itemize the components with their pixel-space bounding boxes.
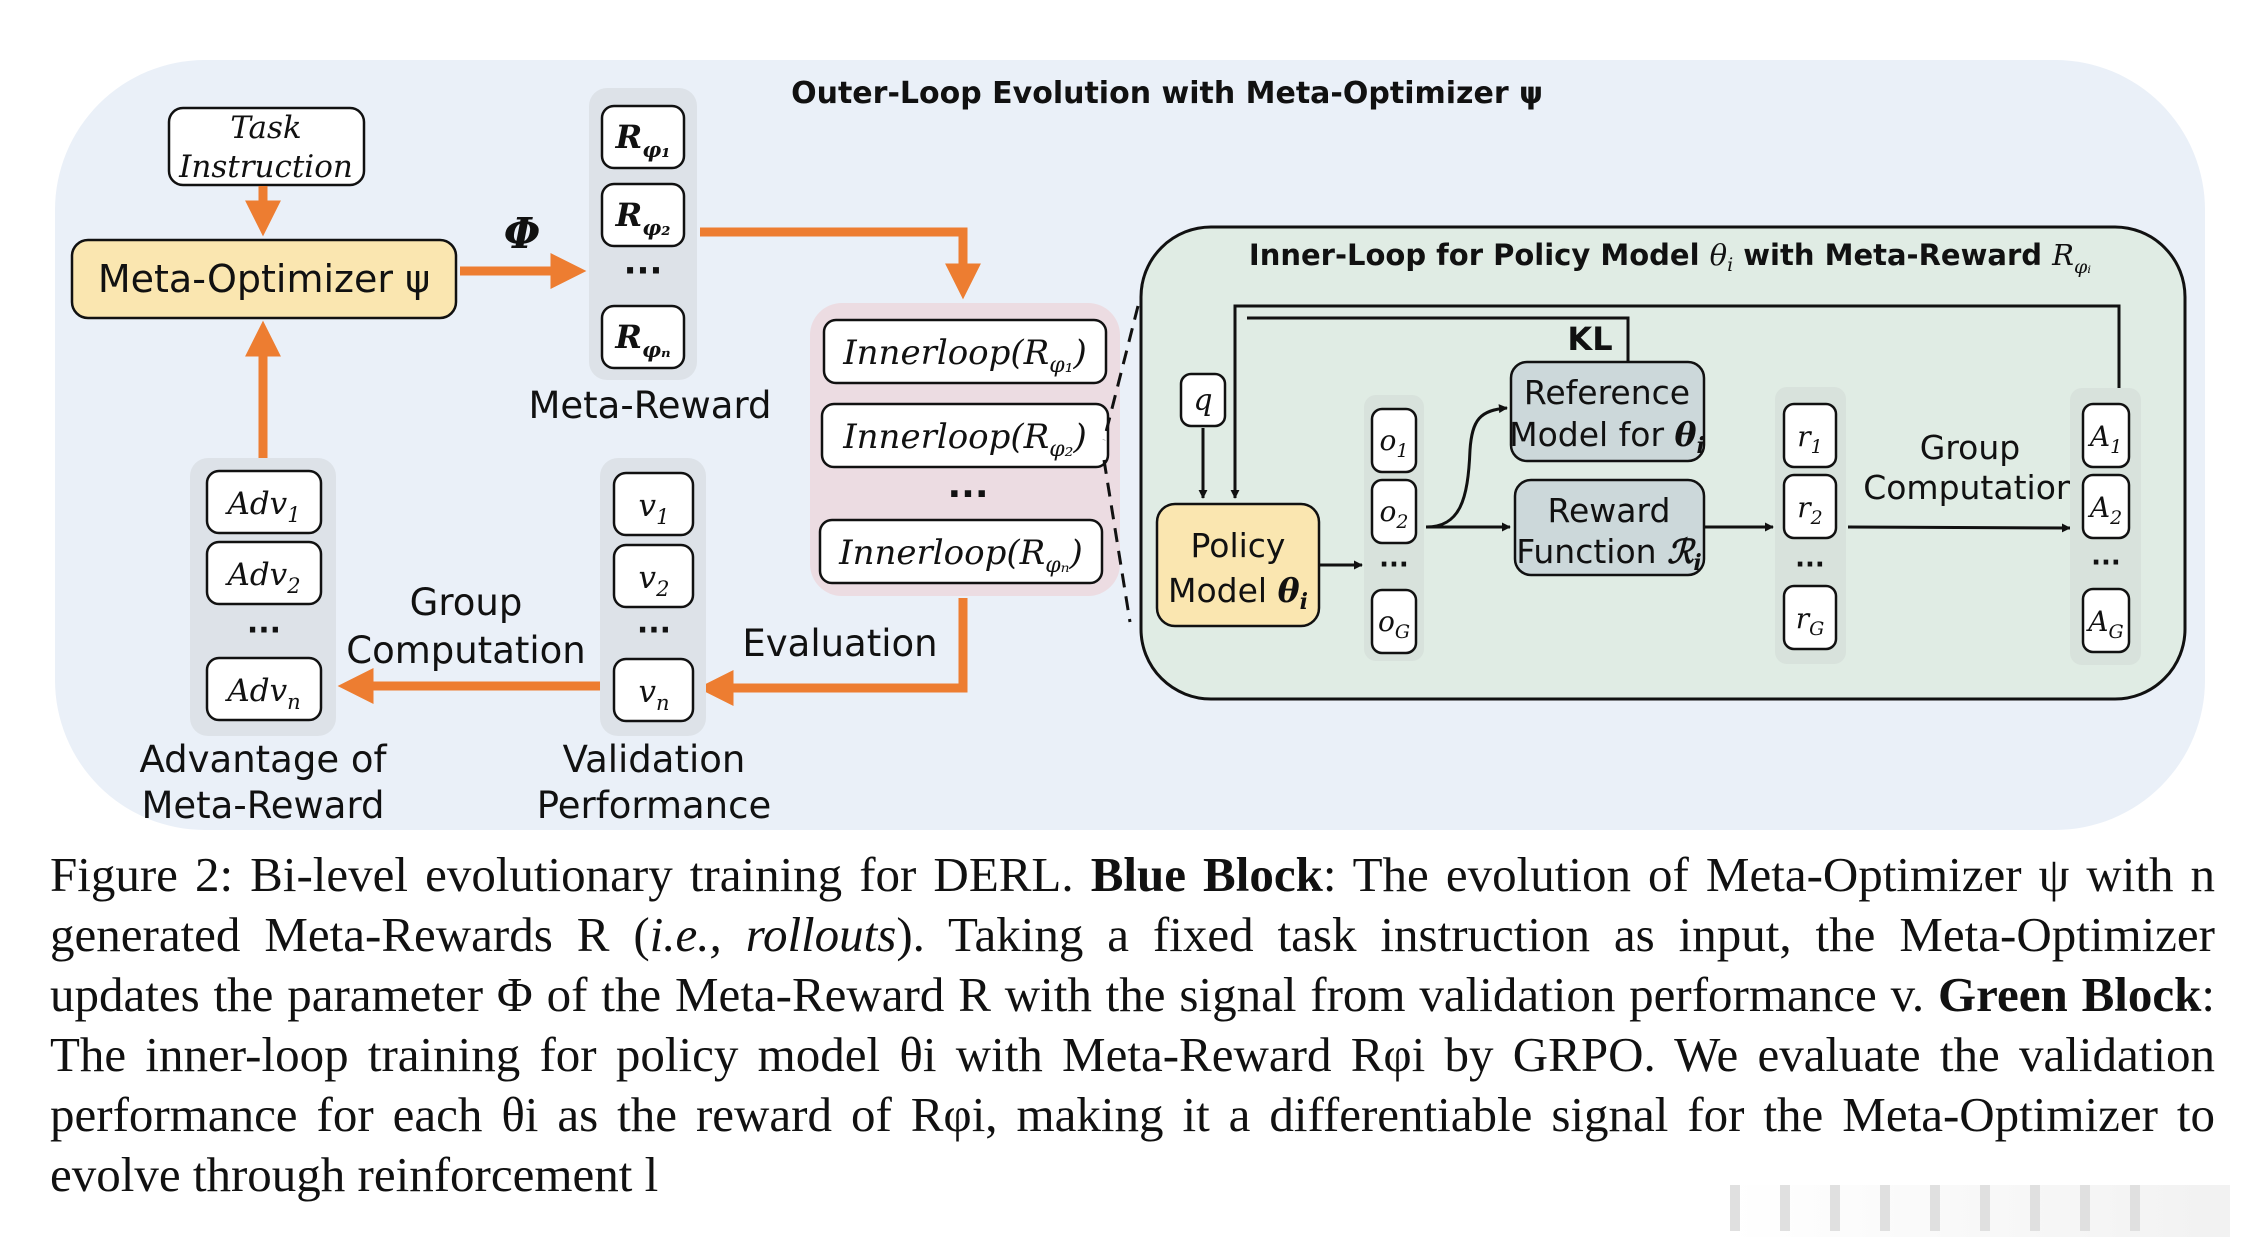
- inner-group-label-line1: Group: [1920, 428, 2020, 467]
- advantage-feedback-line: [1230, 304, 2121, 499]
- advantage-item: Adv2: [205, 540, 323, 606]
- validation-item: v1: [612, 471, 695, 537]
- svg-text:oG: oG: [1378, 605, 1410, 643]
- svg-text:Policy: Policy: [1191, 526, 1286, 565]
- figure-diagram: Outer-Loop Evolution with Meta-Optimizer…: [55, 60, 2205, 830]
- query-box: q: [1179, 372, 1227, 428]
- inner-loop-title: Inner-Loop for Policy Model θi with Meta…: [1249, 238, 2091, 278]
- meta-reward-ellipsis: ···: [624, 251, 663, 291]
- advantage-ellipsis: ···: [247, 613, 281, 648]
- reward-item: r2: [1782, 473, 1838, 540]
- outer-group-label-line1: Group: [410, 581, 523, 624]
- outputs-ellipsis: ···: [1379, 550, 1409, 580]
- phi-label: Φ: [504, 209, 541, 258]
- output-item: o1: [1370, 407, 1418, 474]
- reward-function-box: Reward Function ℛi: [1513, 478, 1706, 577]
- svg-text:Innerloop(Rφₙ): Innerloop(Rφₙ): [838, 533, 1083, 578]
- svg-text:o2: o2: [1380, 495, 1409, 533]
- validation-caption-line2: Performance: [537, 784, 771, 827]
- caption-intro: Bi-level evolutionary training for DERL.: [233, 847, 1091, 902]
- caption-figure-label: Figure 2:: [50, 847, 234, 902]
- arrow-outputs-to-reference: [1425, 404, 1508, 529]
- figure-caption: Figure 2: Bi-level evolutionary training…: [50, 845, 2215, 1205]
- validation-caption-line1: Validation: [563, 738, 746, 781]
- meta-reward-item: Rφ₁: [600, 104, 686, 170]
- outer-group-label-line2: Computation: [346, 629, 586, 672]
- caption-blue-text-1: : The evolution of Meta-Optimizer ψ with…: [50, 847, 2216, 962]
- arrow-innerloop-to-validation: [697, 598, 968, 706]
- svg-text:Innerloop(Rφ₁): Innerloop(Rφ₁): [842, 333, 1087, 378]
- policy-model-box: Policy Model θi: [1155, 502, 1321, 628]
- caption-blue-text-2: ). Taking a fixed task instruction as in…: [50, 907, 2215, 1022]
- advantage-inner-item: A2: [2081, 473, 2131, 540]
- caption-green-text: : The inner-loop training for policy mod…: [50, 967, 2215, 1202]
- kl-feedback-line: [1247, 316, 1630, 362]
- dashed-zoom-line-bottom: [1102, 459, 1132, 623]
- output-item: oG: [1370, 588, 1418, 655]
- svg-text:r2: r2: [1797, 491, 1822, 529]
- validation-item: v2: [612, 543, 695, 609]
- svg-text:Model θi: Model θi: [1168, 571, 1308, 615]
- innerloop-item: Innerloop(Rφ₂): [820, 402, 1110, 469]
- svg-text:q: q: [1193, 383, 1212, 418]
- output-item: o2: [1370, 478, 1418, 545]
- arrow-rewards-to-advantages: [1847, 523, 2071, 533]
- advantage-item: Adv1: [205, 469, 323, 535]
- caption-blue-block-label: Blue Block: [1090, 847, 1323, 902]
- svg-text:Innerloop(Rφ₂): Innerloop(Rφ₂): [842, 417, 1087, 462]
- outer-loop-title: Outer-Loop Evolution with Meta-Optimizer…: [791, 76, 1543, 111]
- meta-reward-caption: Meta-Reward: [528, 384, 771, 427]
- kl-label: KL: [1567, 320, 1612, 358]
- innerloop-item: Innerloop(Rφₙ): [818, 518, 1104, 585]
- dashed-zoom-line-top: [1102, 305, 1140, 441]
- svg-text:Reference: Reference: [1524, 373, 1690, 412]
- reward-item: r1: [1782, 402, 1838, 469]
- innerloop-item: Innerloop(Rφ₁): [822, 318, 1108, 385]
- advantage-caption-line2: Meta-Reward: [141, 784, 384, 827]
- inner-loop-block: [1139, 225, 2187, 701]
- advantage-caption-line1: Advantage of: [139, 738, 387, 781]
- reward-item: rG: [1782, 584, 1838, 651]
- meta-reward-item: Rφ₂: [600, 182, 686, 248]
- task-instruction-line2: Instruction: [178, 149, 353, 185]
- rewards-ellipsis: ···: [1795, 550, 1825, 580]
- advantage-inner-item: A1: [2081, 402, 2131, 469]
- svg-text:Reward: Reward: [1548, 491, 1671, 530]
- arrow-meta-reward-to-innerloop: [700, 227, 981, 300]
- svg-text:Function ℛi: Function ℛi: [1516, 532, 1702, 576]
- inner-group-label-line2: Computation: [1863, 468, 2077, 507]
- task-instruction-box: Task Instruction: [167, 106, 366, 187]
- watermark-overlay: [1730, 1185, 2230, 1237]
- reference-model-box: Reference Model for θi: [1509, 360, 1706, 463]
- evaluation-label: Evaluation: [742, 622, 937, 665]
- advantage-inner-item: AG: [2081, 587, 2131, 654]
- caption-green-block-label: Green Block: [1938, 967, 2202, 1022]
- validation-item: vn: [612, 657, 695, 723]
- meta-optimizer-label: Meta-Optimizer ψ: [98, 257, 430, 301]
- advantages-ellipsis: ···: [2091, 548, 2121, 578]
- caption-blue-ie: i.e., rollouts: [649, 907, 897, 962]
- innerloop-ellipsis: ···: [947, 474, 988, 515]
- meta-optimizer-box: Meta-Optimizer ψ: [70, 238, 458, 320]
- validation-ellipsis: ···: [637, 613, 671, 648]
- advantage-item: Advn: [205, 656, 323, 722]
- meta-reward-item: Rφₙ: [600, 304, 686, 370]
- task-instruction-line1: Task: [230, 110, 301, 146]
- svg-text:Model for θi: Model for θi: [1509, 415, 1705, 459]
